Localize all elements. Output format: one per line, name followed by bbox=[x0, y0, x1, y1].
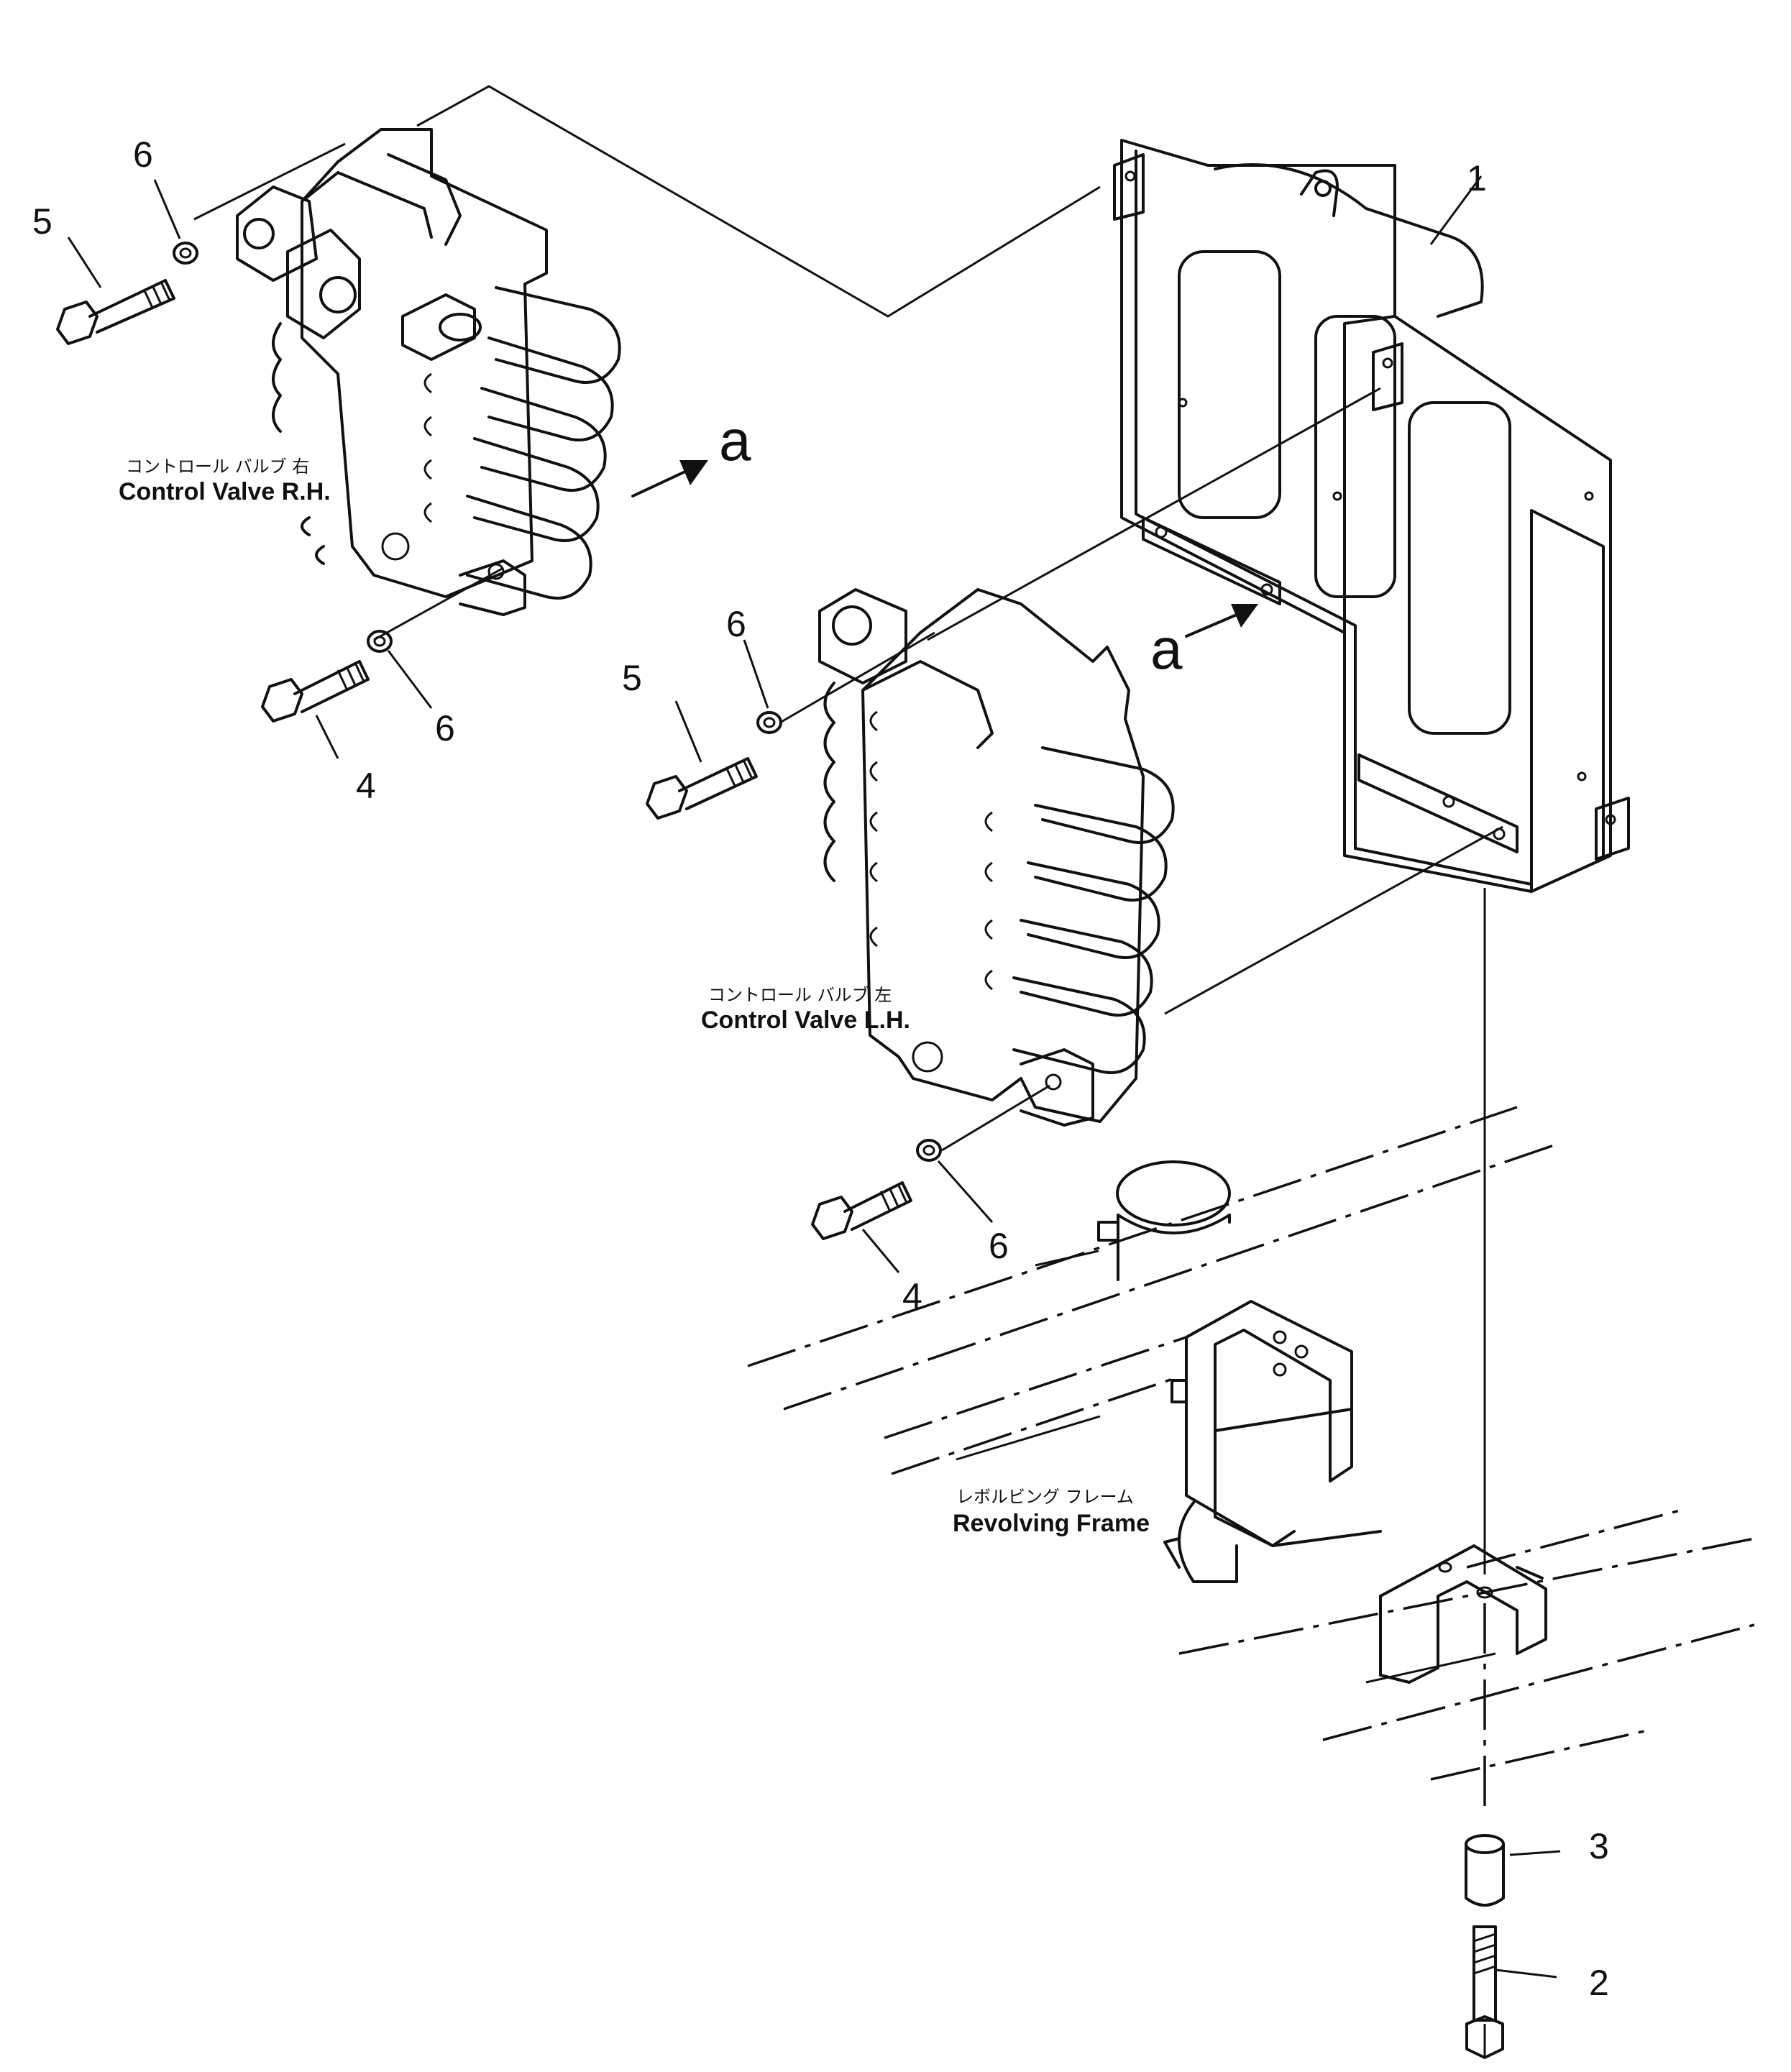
assembly-lines bbox=[193, 85, 1503, 1812]
control-valve-lh bbox=[818, 588, 1175, 1127]
bolt-5-rh bbox=[56, 279, 175, 345]
callouts: 1 2 3 4 4 5 5 6 6 6 6 bbox=[32, 134, 1609, 2003]
callout-5-rh: 5 bbox=[32, 201, 52, 242]
label-revolving-frame-jp: レボルビング フレーム bbox=[956, 1487, 1134, 1507]
lh-port-holes bbox=[869, 710, 993, 1073]
leader-bolt4-lh bbox=[941, 1084, 1050, 1152]
view-arrow-a-rh-label: a bbox=[719, 408, 751, 472]
leader-lh-valve-bottom bbox=[1164, 825, 1503, 1015]
washer-6-lh-top bbox=[756, 711, 782, 734]
leader-bolt5-rh bbox=[193, 142, 346, 221]
callout-4-rh: 4 bbox=[356, 766, 376, 806]
view-arrow-a-rh: a bbox=[631, 408, 751, 498]
callout-5-lh: 5 bbox=[622, 658, 642, 698]
component-labels: コントロール バルブ 右 Control Valve R.H. コントロール バ… bbox=[119, 457, 1150, 1537]
label-revolving-frame-en: Revolving Frame bbox=[953, 1510, 1150, 1537]
revolving-frame bbox=[747, 1106, 1755, 1781]
label-control-valve-rh-jp: コントロール バルブ 右 bbox=[126, 457, 309, 477]
control-valve-rh bbox=[236, 128, 621, 616]
callout-6-rh-bottom: 6 bbox=[435, 708, 455, 748]
bracket bbox=[1113, 139, 1630, 893]
callout-2: 2 bbox=[1589, 1963, 1609, 2003]
callout-6-lh-top: 6 bbox=[726, 604, 746, 644]
label-control-valve-rh-en: Control Valve R.H. bbox=[119, 478, 331, 505]
rh-spool-caps bbox=[466, 286, 621, 600]
label-control-valve-lh-en: Control Valve L.H. bbox=[701, 1007, 910, 1034]
collar-3 bbox=[1465, 1834, 1505, 1907]
label-control-valve-lh-jp: コントロール バルブ 左 bbox=[708, 985, 892, 1005]
callout-1: 1 bbox=[1467, 158, 1487, 198]
callout-6-rh-top: 6 bbox=[133, 134, 153, 175]
bolt-4-rh bbox=[261, 660, 370, 723]
washer-6-rh-top bbox=[173, 242, 198, 265]
bolt-2 bbox=[1465, 1925, 1504, 2059]
leader-rh-valve-to-bracket bbox=[416, 85, 1101, 318]
washer-6-rh-bottom bbox=[367, 630, 393, 653]
callout-6-lh-bottom: 6 bbox=[989, 1226, 1009, 1266]
view-arrow-a-lh: a bbox=[1150, 604, 1258, 681]
bolt-5-lh bbox=[646, 757, 758, 820]
view-arrow-a-lh-label: a bbox=[1150, 617, 1183, 681]
callout-3: 3 bbox=[1589, 1826, 1609, 1866]
callout-4-lh: 4 bbox=[902, 1276, 922, 1316]
bolt-4-lh bbox=[811, 1181, 912, 1240]
leader-bolt5-lh bbox=[779, 631, 935, 724]
rh-port-holes bbox=[381, 372, 432, 561]
lh-spool-caps bbox=[1012, 746, 1175, 1074]
leader-lh-valve-top bbox=[927, 387, 1381, 641]
washer-6-lh-bottom bbox=[916, 1139, 942, 1162]
